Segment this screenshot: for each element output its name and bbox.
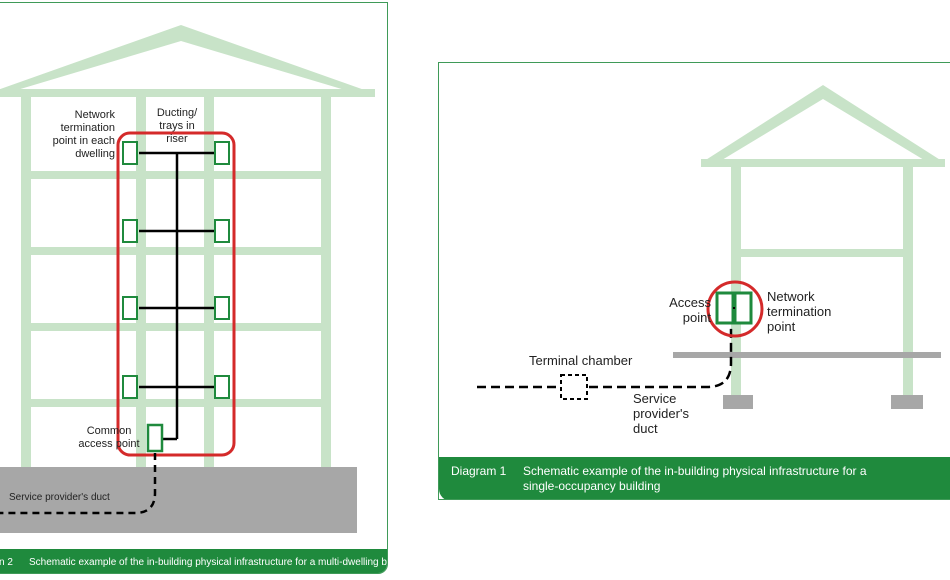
caption-text: Schematic example of the in-building phy… — [523, 464, 867, 493]
ground — [0, 467, 357, 533]
caption-number: Diagram 1 — [451, 464, 507, 478]
riser-highlight — [116, 131, 236, 457]
wall-right — [321, 97, 331, 467]
termination-point — [122, 141, 138, 165]
terminal-chamber-label: Terminal chamber — [529, 353, 633, 368]
diagram-2-caption: n 2 Schematic example of the in-building… — [0, 549, 388, 573]
termination-point — [214, 141, 230, 165]
termination-point — [122, 219, 138, 243]
termination-point — [214, 375, 230, 399]
service-duct-label: Service provider's duct — [9, 492, 110, 503]
riser-wall-left — [136, 97, 146, 467]
termination-point — [214, 296, 230, 320]
termination-point — [122, 375, 138, 399]
termination-point — [122, 296, 138, 320]
single-occupancy-building-diagram — [477, 85, 945, 409]
roof — [701, 85, 945, 163]
ground-floor-slab — [673, 352, 941, 358]
roof-base — [0, 89, 375, 97]
ducting-label: Ducting/ trays in riser — [156, 107, 198, 145]
common-access-point — [146, 423, 164, 453]
access-highlight — [706, 280, 764, 338]
caption-number: n 2 — [0, 557, 13, 568]
roof-base — [701, 159, 945, 167]
foundation-right — [891, 395, 923, 409]
diagram-1-caption: Diagram 1 Schematic example of the in-bu… — [439, 457, 950, 499]
termination-point — [214, 219, 230, 243]
terminal-chamber — [560, 374, 588, 400]
access-point — [715, 291, 735, 325]
riser-wall-right — [204, 97, 214, 467]
common-access-label: Common access point — [78, 425, 140, 450]
diagram-2-panel: Network termination point in each dwelli… — [0, 2, 388, 574]
service-provider-duct — [0, 453, 157, 515]
wall-right — [903, 167, 913, 395]
network-termination-label: Network termination point — [767, 289, 832, 334]
wall-left — [21, 97, 31, 467]
foundation-left — [723, 395, 753, 409]
upper-floor — [731, 249, 913, 257]
caption-text: Schematic example of the in-building phy… — [29, 557, 388, 568]
service-duct-label: Service provider's duct — [633, 391, 689, 436]
network-termination-point — [733, 291, 753, 325]
diagram-1-panel: Access point Network termination point T… — [438, 62, 950, 500]
roof-outline — [0, 25, 373, 93]
service-provider-duct — [477, 325, 733, 389]
network-termination-label: Network termination point in each dwelli… — [52, 109, 115, 160]
multi-dwelling-building-diagram — [0, 25, 375, 533]
access-point-label: Access point — [669, 295, 711, 325]
